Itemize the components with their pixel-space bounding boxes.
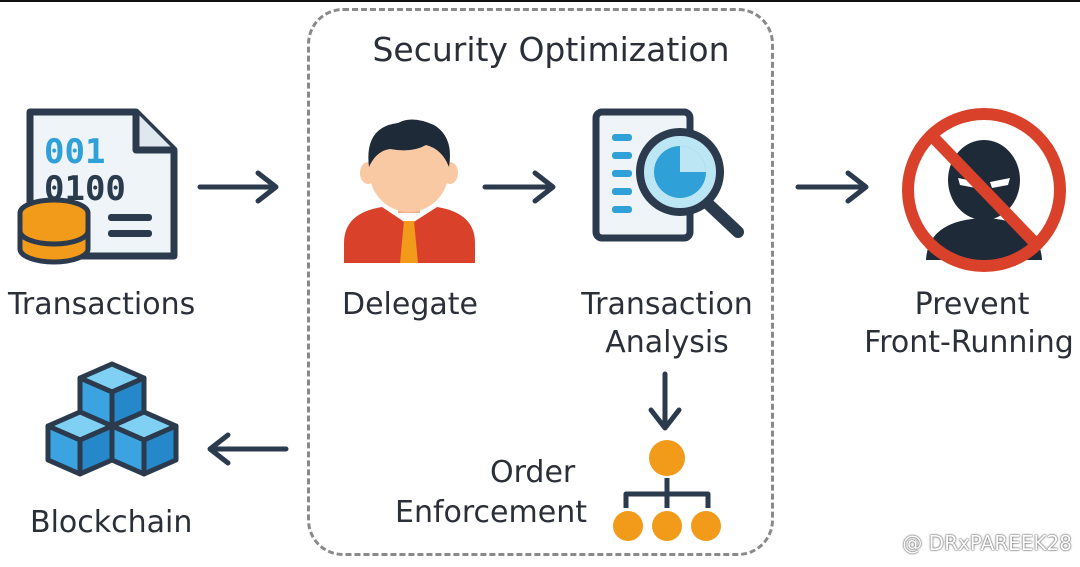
transactions-label: Transactions [8, 287, 196, 322]
order-enforcement-label-line1: Order [490, 455, 576, 490]
arrow-right-icon [795, 170, 869, 204]
top-border-line [0, 0, 1080, 2]
watermark: @ DRxPAREEK28 [902, 531, 1072, 555]
security-optimization-group [307, 8, 774, 556]
svg-text:001: 001 [44, 132, 105, 172]
prevent-label-line2: Front-Running [864, 325, 1074, 360]
blockchain-label: Blockchain [30, 505, 193, 540]
delegate-label: Delegate [342, 287, 478, 322]
order-enforcement-label-line2: Enforcement [395, 495, 587, 530]
arrow-right-icon [482, 170, 556, 204]
magnifier-report-icon [592, 108, 744, 242]
transaction-analysis-label-line1: Transaction [581, 287, 753, 322]
arrow-left-icon [207, 432, 289, 466]
group-title: Security Optimization [372, 30, 730, 69]
prohibited-attacker-icon [902, 108, 1066, 272]
cubes-icon [45, 361, 179, 477]
transaction-analysis-label-line2: Analysis [605, 325, 729, 360]
arrow-down-icon [648, 371, 682, 431]
arrow-right-icon [197, 170, 279, 204]
person-icon [344, 119, 475, 263]
prevent-label-line1: Prevent [914, 287, 1030, 322]
hierarchy-icon [613, 440, 721, 541]
document-database-icon: 001 0100 [17, 108, 178, 265]
